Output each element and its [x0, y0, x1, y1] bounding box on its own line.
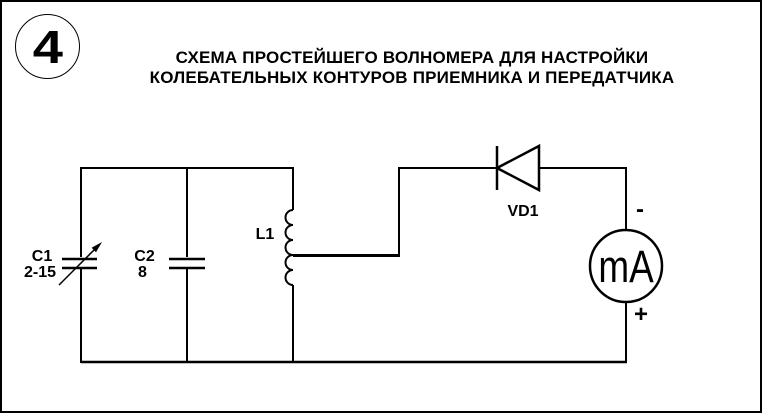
- meter-unit-label: mA: [598, 240, 654, 292]
- title-line-2: КОЛЕБАТЕЛЬНЫХ КОНТУРОВ ПРИЕМНИКА И ПЕРЕД…: [149, 68, 675, 87]
- label-l1-ref: L1: [255, 226, 275, 243]
- title-line-1: СХЕМА ПРОСТЕЙШЕГО ВОЛНОМЕРА ДЛЯ НАСТРОЙК…: [175, 48, 649, 67]
- c1-variable-arrow-line: [58, 246, 98, 286]
- meter-plus-terminal-label: +: [633, 301, 648, 328]
- label-c2-ref: C2: [134, 248, 155, 265]
- figure-number-badge: 4: [15, 14, 80, 79]
- label-vd1-ref: VD1: [507, 203, 539, 220]
- diode-triangle: [494, 143, 541, 193]
- inductor-l1-coil: [284, 209, 294, 286]
- label-c1-value: 2-15: [23, 264, 57, 281]
- label-c2-value: 8: [138, 264, 147, 281]
- figure-number: 4: [32, 20, 63, 73]
- meter-minus-terminal-label: -: [636, 196, 644, 223]
- label-c1-ref: C1: [31, 248, 53, 265]
- c1-variable-arrow-head: [91, 242, 102, 253]
- schematic-title: СХЕМА ПРОСТЕЙШЕГО ВОЛНОМЕРА ДЛЯ НАСТРОЙК…: [62, 48, 760, 88]
